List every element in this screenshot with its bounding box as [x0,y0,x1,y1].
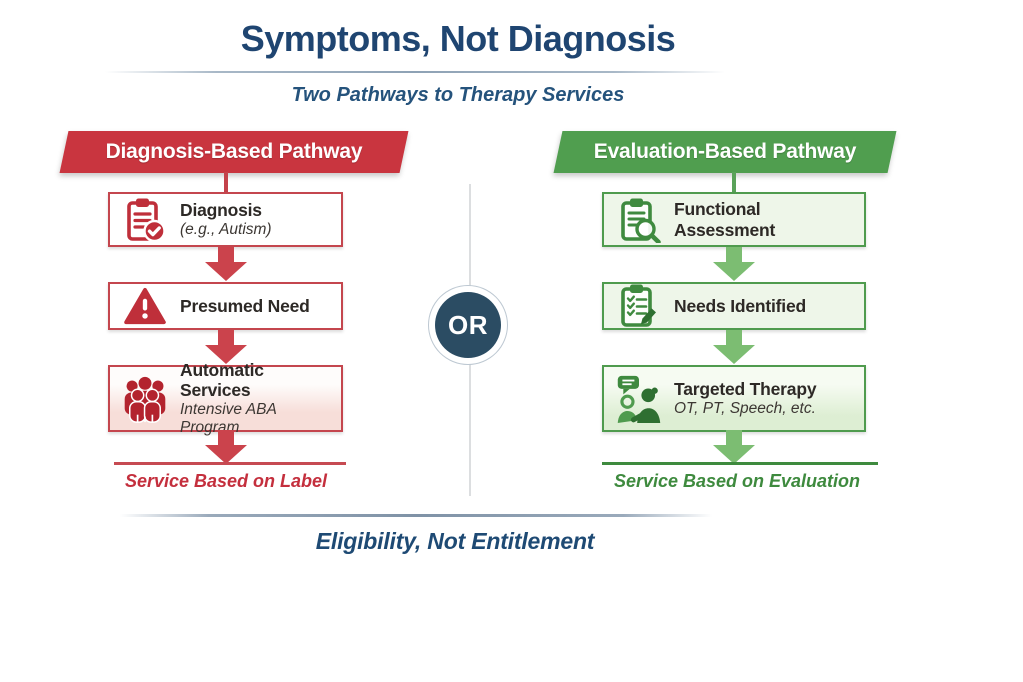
pathway-base-line [602,462,878,465]
clipboard-checklist-icon [614,283,664,329]
pathway-base-line [114,462,346,465]
footer-tagline: Eligibility, Not Entitlement [315,528,595,554]
right-pathway-caption: Service Based on Evaluation [613,471,861,491]
warning-triangle-icon [120,287,170,325]
page-subtitle: Two Pathways to Therapy Services [291,84,625,106]
step-diagnosis: Diagnosis (e.g., Autism) [108,192,343,247]
title-divider-line [105,71,725,73]
or-label: OR [435,292,501,358]
step-title: Diagnosis [180,200,262,221]
page-title: Symptoms, Not Diagnosis [240,18,676,59]
evaluation-pathway-banner: Evaluation-Based Pathway [553,131,897,173]
down-arrow-icon [205,247,247,281]
connector-stub [224,172,228,193]
down-arrow-icon [713,247,755,281]
clipboard-search-icon [614,197,664,243]
step-subtitle: (e.g., Autism) [180,220,272,238]
step-subtitle: Intensive ABA Program [180,400,277,437]
step-title: Automatic Services [180,359,264,401]
or-badge: OR [429,286,507,364]
step-needs-identified: Needs Identified [602,282,866,330]
banner-label: Diagnosis-Based Pathway [105,140,363,163]
people-group-icon [120,374,170,424]
step-title: Presumed Need [180,295,310,316]
banner-label: Evaluation-Based Pathway [593,140,857,163]
left-pathway-caption: Service Based on Label [124,471,328,491]
step-functional-assessment: Functional Assessment [602,192,866,247]
step-title: Targeted Therapy [674,379,817,400]
footer-divider-line [120,514,712,517]
step-automatic-services: Automatic Services Intensive ABA Program [108,360,343,436]
down-arrow-icon [205,330,247,364]
clipboard-check-icon [120,197,170,243]
diagnosis-pathway-banner: Diagnosis-Based Pathway [59,131,409,173]
therapy-session-icon [614,375,664,423]
step-targeted-therapy: Targeted Therapy OT, PT, Speech, etc. [602,365,866,432]
down-arrow-icon [713,330,755,364]
step-title: Functional Assessment [674,198,776,240]
step-title: Needs Identified [674,295,806,316]
down-arrow-icon [205,430,247,464]
step-presumed-need: Presumed Need [108,282,343,330]
step-subtitle: OT, PT, Speech, etc. [674,399,816,417]
down-arrow-icon [713,430,755,464]
connector-stub [732,172,736,193]
